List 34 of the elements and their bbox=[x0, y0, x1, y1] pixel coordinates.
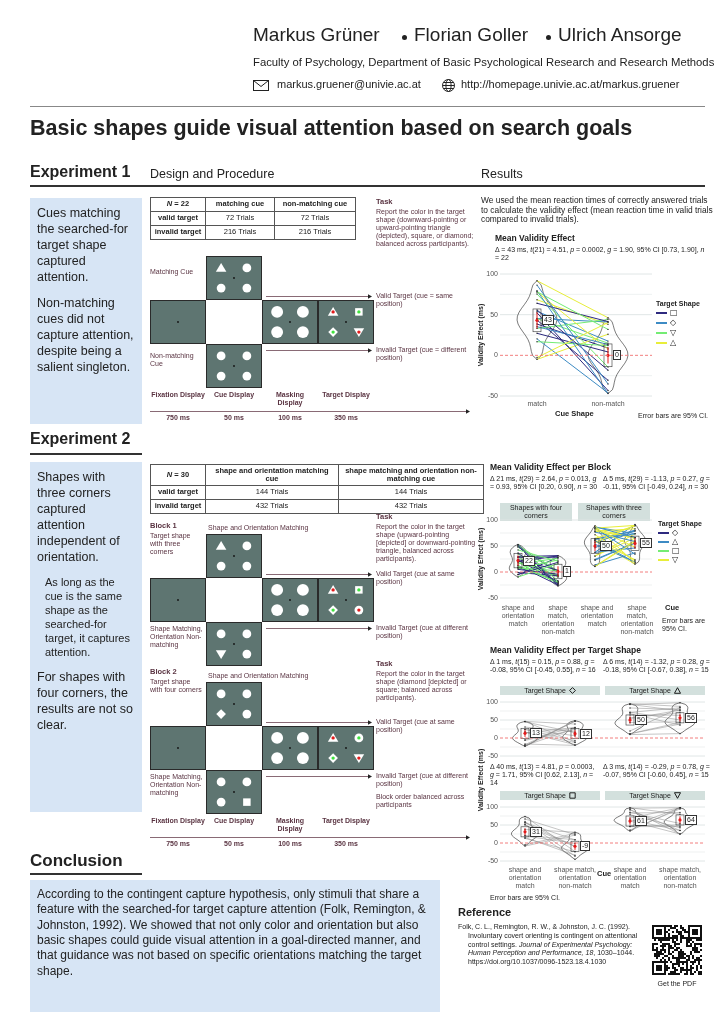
website-url: http://homepage.univie.ac.at/markus.gruener bbox=[461, 78, 680, 91]
legend-label: △ bbox=[670, 338, 677, 348]
affiliation-text: Faculty of Psychology, Department of Basic Psychological Research and Research Methods bbox=[253, 56, 715, 69]
panel-text: Shapes with three corners captured attention independent of orientation. bbox=[37, 469, 121, 565]
text-panel bbox=[30, 880, 440, 1012]
chart-title: Mean Validity Effect bbox=[495, 234, 575, 244]
legend-label: □ bbox=[672, 546, 680, 556]
panel-text: According to the contingent capture hypothesis, only stimuli that share a feature with the searched-for target capture attention (Folk, Remington, & Johnston, 1992). We showed that not only color and orientation but also basic shapes could guide visual attention in a goal-directed manner, and that guidance was not based on specific orientations matching the target shape. bbox=[37, 887, 427, 980]
legend-label: ◇ bbox=[672, 528, 679, 538]
legend-label: ▽ bbox=[672, 555, 679, 565]
author-name: Florian Goller bbox=[414, 24, 529, 46]
panel-text: Cues matching the searched-for target shape captured attention. bbox=[37, 205, 130, 285]
legend-label: ◇ bbox=[670, 318, 677, 328]
reference-heading: Reference bbox=[458, 906, 512, 919]
panel-text: For shapes with four corners, the results are not so clear. bbox=[37, 669, 134, 734]
legend-label: □ bbox=[670, 308, 678, 318]
section-heading: Experiment 2 bbox=[30, 430, 131, 449]
chart-title: Mean Validity Effect per Target Shape bbox=[490, 646, 641, 656]
panel-text: Non-matching cues did not capture attention, despite being a salient singleton. bbox=[37, 295, 135, 375]
author-name: Markus Grüner bbox=[253, 24, 380, 46]
legend-label: ▽ bbox=[670, 328, 677, 338]
poster-title: Basic shapes guide visual attention based on search goals bbox=[30, 116, 633, 141]
panel-text: As long as the cue is the same shape as the searched-for target, it captures attention. bbox=[44, 575, 131, 660]
author-name: Ulrich Ansorge bbox=[558, 24, 682, 46]
legend-label: △ bbox=[672, 537, 679, 547]
subsection-heading: Results bbox=[481, 167, 523, 182]
section-heading: Conclusion bbox=[30, 851, 123, 871]
text-panel bbox=[30, 198, 142, 424]
results-text: We used the mean reaction times of correctly answered trials to calculate the validity effect (mean reaction time in valid trials compared to invalid trials). bbox=[481, 196, 713, 225]
email-address: markus.gruener@univie.ac.at bbox=[277, 78, 421, 91]
text-panel bbox=[30, 462, 142, 812]
chart-title: Mean Validity Effect per Block bbox=[490, 463, 611, 473]
section-heading: Experiment 1 bbox=[30, 163, 131, 182]
subsection-heading: Design and Procedure bbox=[150, 167, 275, 182]
